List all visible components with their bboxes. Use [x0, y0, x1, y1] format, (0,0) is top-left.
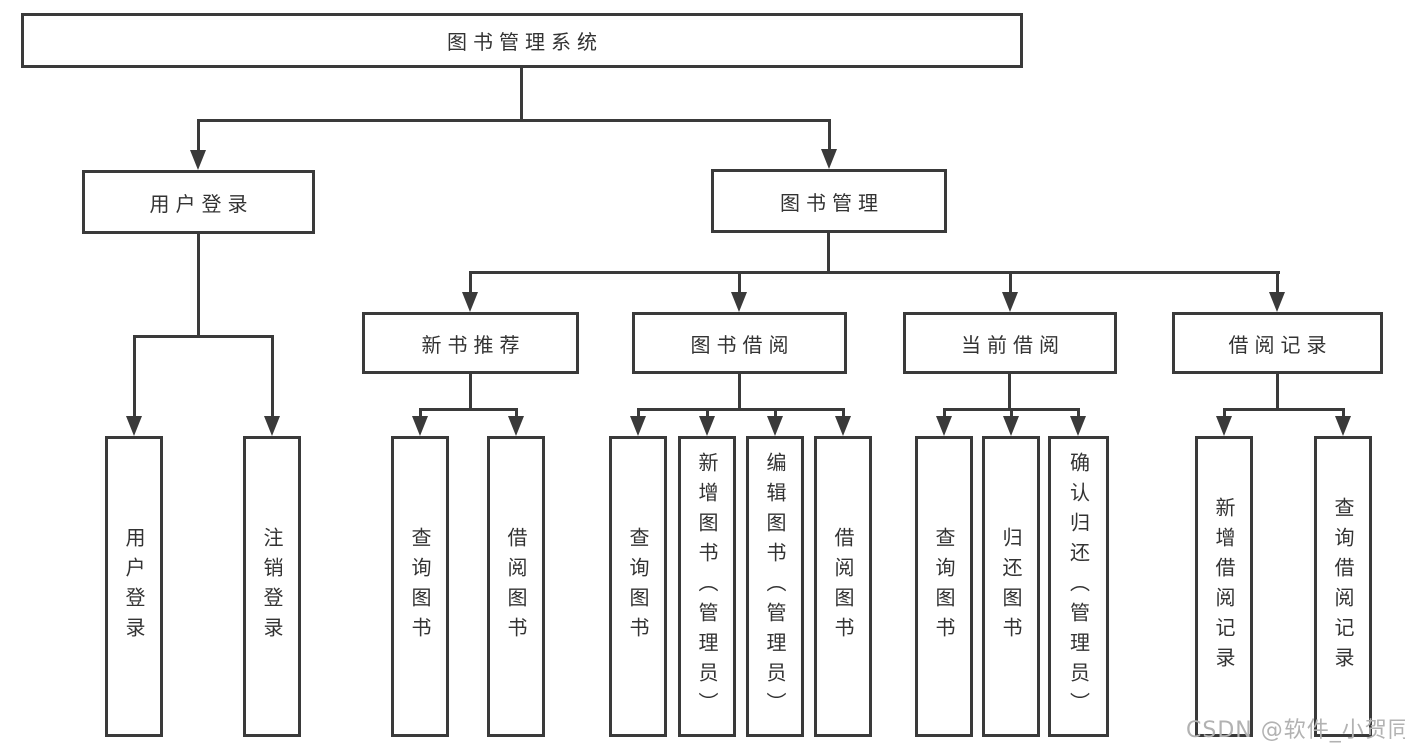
- csdn-watermark: CSDN @软件_小贺同学: [1186, 718, 1405, 743]
- edge-records-stem: [1276, 374, 1279, 411]
- leaf-borrow-books-1: 借阅图书: [487, 436, 545, 737]
- edge-arrow-leaf-user-login: [126, 335, 142, 436]
- edge-arrow-query-books-3: [936, 408, 952, 436]
- node-library-management-system: 图书管理系统: [21, 13, 1023, 68]
- edge-arrow-borrow-books-2: [835, 408, 851, 436]
- leaf-return-books: 归还图书: [982, 436, 1040, 737]
- node-book-management: 图书管理: [711, 169, 947, 233]
- leaf-query-books-3: 查询图书: [915, 436, 973, 737]
- edge-arrow-book-borrowing: [731, 271, 747, 312]
- node-new-book-recommendation: 新书推荐: [362, 312, 579, 374]
- edge-root-stem: [520, 68, 523, 122]
- node-book-borrowing: 图书借阅: [632, 312, 847, 374]
- edge-arrow-user-login: [190, 119, 206, 170]
- leaf-add-borrow-record: 新增借阅记录: [1195, 436, 1253, 737]
- edge-arrow-add-borrow-record: [1216, 408, 1232, 436]
- edge-root-bar: [197, 119, 830, 122]
- node-user-login: 用户登录: [82, 170, 315, 234]
- leaf-borrow-books-2: 借阅图书: [814, 436, 872, 737]
- edge-arrow-confirm-return: [1070, 408, 1086, 436]
- edge-arrow-return-books: [1003, 408, 1019, 436]
- edge-arrow-query-borrow-record: [1335, 408, 1351, 436]
- edge-user-login-stem: [197, 234, 200, 338]
- edge-arrow-borrowing-records: [1269, 271, 1285, 312]
- edge-user-login-bar: [133, 335, 274, 338]
- edge-arrow-query-books-2: [630, 408, 646, 436]
- node-current-borrowing: 当前借阅: [903, 312, 1117, 374]
- edge-arrow-query-books-1: [412, 408, 428, 436]
- leaf-query-books-1: 查询图书: [391, 436, 449, 737]
- leaf-logout: 注销登录: [243, 436, 301, 737]
- edge-arrow-edit-book: [767, 408, 783, 436]
- edge-arrow-leaf-logout: [264, 335, 280, 436]
- edge-current-borrow-stem: [1008, 374, 1011, 411]
- node-borrowing-records: 借阅记录: [1172, 312, 1383, 374]
- edge-arrow-add-book: [699, 408, 715, 436]
- leaf-query-books-2: 查询图书: [609, 436, 667, 737]
- edge-new-book-bar: [419, 408, 517, 411]
- edge-arrow-book-management: [821, 119, 837, 169]
- edge-arrow-new-book-recommendation: [462, 271, 478, 312]
- edge-book-management-stem: [827, 233, 830, 274]
- edge-records-bar: [1223, 408, 1344, 411]
- edge-book-management-bar: [469, 271, 1280, 274]
- edge-arrow-current-borrowing: [1002, 271, 1018, 312]
- edge-book-borrow-stem: [738, 374, 741, 411]
- leaf-confirm-return-admin: 确认归还（管理员）: [1048, 436, 1109, 737]
- leaf-user-login: 用户登录: [105, 436, 163, 737]
- edge-book-borrow-bar: [637, 408, 844, 411]
- leaf-query-borrow-record: 查询借阅记录: [1314, 436, 1372, 737]
- leaf-edit-book-admin: 编辑图书（管理员）: [746, 436, 804, 737]
- edge-new-book-stem: [469, 374, 472, 411]
- edge-arrow-borrow-books-1: [508, 408, 524, 436]
- leaf-add-book-admin: 新增图书（管理员）: [678, 436, 736, 737]
